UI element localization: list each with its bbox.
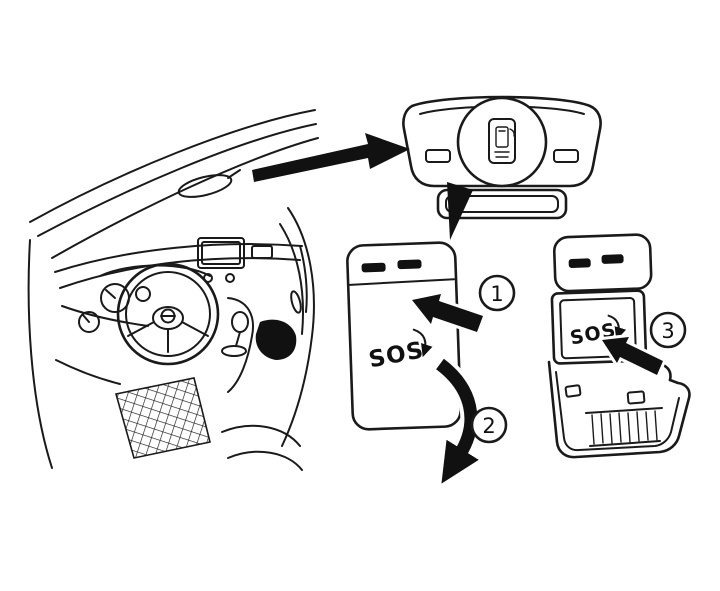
center-stack-screen: [197, 237, 273, 283]
car-interior-sketch: [27, 109, 319, 471]
gear-shifter: [221, 297, 254, 393]
instrument-cluster: [78, 283, 151, 333]
press-arrow-step3: [599, 334, 666, 378]
cover-slot-right: [601, 254, 624, 264]
map-light-right: [553, 149, 579, 163]
step-2-badge: 2: [470, 406, 508, 444]
overhead-console: [402, 95, 602, 220]
swing-down-arrow: [433, 355, 483, 491]
door-panel: [255, 207, 315, 447]
press-arrow-step1: [409, 291, 486, 335]
cover-slot-left: [568, 258, 591, 268]
box-clip-left: [564, 384, 582, 398]
box-clip-right: [626, 390, 646, 405]
panel-slot-left: [361, 262, 386, 273]
rotate-cw-icon: [607, 314, 627, 341]
step-3-number: 3: [661, 319, 674, 343]
sos-cover-panel: SOS: [346, 241, 462, 431]
compartment-assembly: SOS: [547, 233, 691, 459]
step-2-number: 2: [482, 414, 495, 438]
armrest-shading: [255, 319, 297, 360]
seat-outline: [221, 424, 303, 471]
box-ribs: [591, 410, 658, 445]
locator-arrow-icon: [252, 133, 410, 182]
detail-arrow-icon: [447, 182, 473, 240]
sunglasses-bin: [436, 188, 568, 220]
open-storage-box: [547, 360, 691, 459]
map-light-left: [425, 149, 451, 163]
step-1-badge: 1: [478, 274, 516, 312]
panel-slot-right: [397, 259, 422, 270]
rearview-mirror: [177, 169, 241, 198]
step-3-badge: 3: [649, 311, 687, 349]
step-1-number: 1: [490, 282, 503, 306]
sos-phone-icon: [488, 118, 516, 164]
floor-hatch: [114, 377, 211, 459]
rotate-cw-icon: [412, 328, 433, 358]
magnifier-circle: [456, 96, 548, 188]
steering-wheel: [116, 262, 220, 366]
windshield-roof-lines: [27, 109, 319, 469]
